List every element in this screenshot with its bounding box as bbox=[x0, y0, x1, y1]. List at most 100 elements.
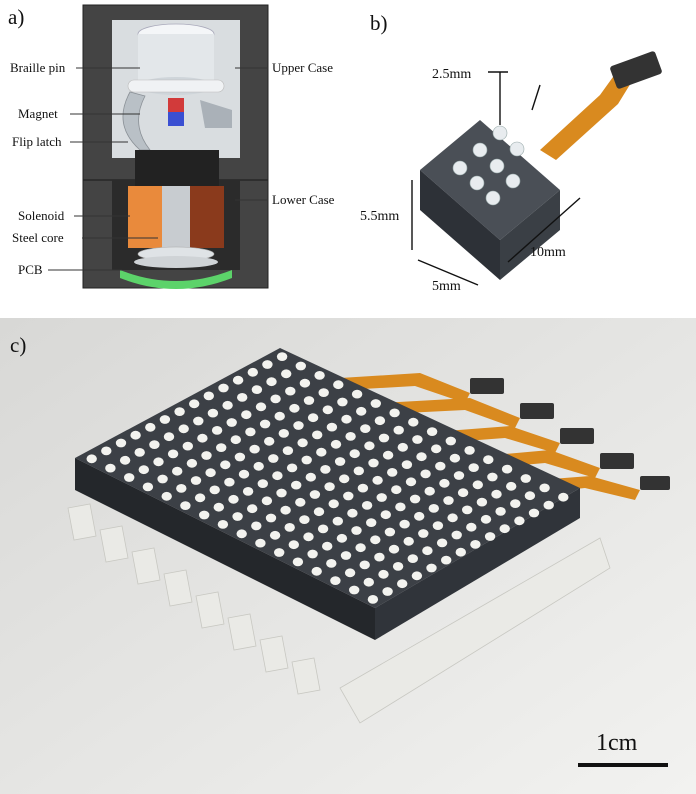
braille-pin-dot bbox=[510, 499, 521, 508]
braille-pin-dot bbox=[207, 408, 219, 418]
braille-pin-dot bbox=[303, 532, 314, 542]
braille-pin-dot bbox=[217, 520, 229, 529]
pcb bbox=[120, 270, 232, 289]
braille-pin-dot bbox=[364, 441, 375, 451]
braille-pin-dot bbox=[272, 471, 283, 481]
scale-bar-label: 1cm bbox=[596, 730, 638, 756]
label-lower-case: Lower Case bbox=[272, 192, 335, 207]
braille-pin-dot bbox=[86, 454, 97, 464]
braille-pin-dot bbox=[351, 526, 362, 535]
braille-pin-dot bbox=[344, 568, 356, 578]
braille-pin-dot bbox=[347, 508, 358, 518]
braille-pin-dot bbox=[305, 472, 316, 482]
braille-pin-dot bbox=[285, 386, 296, 396]
braille-pin-dot bbox=[265, 513, 277, 523]
label-braille-pin: Braille pin bbox=[10, 60, 66, 75]
braille-pin-dot bbox=[330, 576, 341, 585]
braille-pin-dot bbox=[295, 361, 306, 371]
braille-pin-dot bbox=[205, 468, 216, 478]
braille-pin-dot bbox=[462, 505, 473, 515]
braille-pin-dot bbox=[424, 486, 435, 496]
braille-pin-dot bbox=[249, 444, 260, 454]
braille-pin-dot bbox=[520, 474, 531, 483]
braille-pin-dot bbox=[407, 554, 418, 563]
braille-pin-dot bbox=[278, 429, 289, 438]
braille-pin-dot bbox=[457, 488, 469, 498]
braille-pin-dot bbox=[367, 595, 379, 604]
braille-pin-dot bbox=[393, 425, 404, 435]
braille-pin-dot bbox=[408, 417, 419, 427]
braille-pin-dot bbox=[324, 482, 335, 491]
braille-pin-dot bbox=[232, 512, 243, 521]
braille-pin-dot bbox=[226, 418, 237, 427]
braille-pin-dot bbox=[392, 562, 404, 571]
braille-pin-dot bbox=[403, 536, 414, 546]
leader-lines bbox=[48, 67, 268, 271]
steel-core bbox=[134, 186, 218, 268]
braille-pin-dot bbox=[201, 451, 212, 460]
braille-pin-dot bbox=[431, 444, 442, 454]
braille-pin-dot bbox=[259, 419, 271, 429]
braille-pin-dot bbox=[374, 416, 386, 426]
braille-pin-dot bbox=[284, 523, 295, 532]
braille-pin-dot bbox=[289, 403, 300, 413]
braille-pin-dot bbox=[361, 501, 373, 510]
braille-pin-dot bbox=[506, 481, 517, 491]
label-flip-latch: Flip latch bbox=[12, 134, 62, 149]
panel-c-photo: c) bbox=[0, 318, 696, 794]
panel-c-label: c) bbox=[10, 333, 26, 357]
braille-pin-dot bbox=[172, 466, 183, 476]
braille-pin-dot bbox=[436, 538, 448, 548]
braille-pin-dot bbox=[251, 521, 262, 531]
braille-pin-dot bbox=[316, 447, 327, 457]
braille-pin-dot bbox=[257, 479, 268, 488]
braille-pin-dot bbox=[484, 532, 496, 541]
braille-pin-dot bbox=[251, 385, 263, 394]
braille-pin-dot bbox=[159, 415, 171, 424]
braille-pin-dot bbox=[197, 433, 208, 443]
braille-pin-dot bbox=[332, 516, 343, 526]
braille-pin-dot bbox=[194, 493, 206, 503]
braille-pin-dot bbox=[382, 587, 393, 596]
braille-pin-dot bbox=[420, 469, 431, 479]
braille-pin-dot bbox=[293, 421, 304, 430]
braille-pin-dot bbox=[341, 414, 352, 424]
braille-pin-dot bbox=[558, 492, 569, 502]
braille-pin-dot bbox=[211, 426, 223, 435]
braille-pin-dot bbox=[295, 497, 306, 507]
braille-pin-dot bbox=[216, 443, 227, 452]
braille-pin-dot bbox=[286, 463, 298, 473]
braille-pin-dot bbox=[333, 380, 344, 390]
braille-pin-dot bbox=[426, 427, 438, 436]
braille-pin-dot bbox=[401, 460, 413, 469]
braille-pin-dot bbox=[330, 439, 342, 449]
braille-pin-dot bbox=[253, 461, 264, 471]
braille-pin-dot bbox=[399, 519, 410, 529]
braille-pin-dot bbox=[466, 522, 477, 532]
braille-pin-dot bbox=[470, 540, 481, 549]
braille-pin-dot bbox=[543, 500, 554, 510]
braille-pin-dot bbox=[247, 367, 258, 377]
label-upper-case: Upper Case bbox=[272, 60, 333, 75]
braille-pin-dot bbox=[309, 490, 321, 499]
braille-pin-dot bbox=[307, 413, 319, 423]
braille-pin-dot bbox=[412, 435, 423, 444]
label-pcb: PCB bbox=[18, 262, 43, 277]
braille-pin-dot bbox=[238, 469, 250, 479]
braille-pin-dot bbox=[357, 483, 369, 493]
dim-length-label: 10mm bbox=[530, 245, 566, 260]
braille-pin-dot bbox=[326, 559, 337, 568]
braille-pin-dot bbox=[447, 513, 458, 523]
braille-pin-dot bbox=[476, 497, 488, 507]
braille-pin-dot bbox=[439, 478, 450, 488]
flex-connectors bbox=[470, 378, 670, 490]
braille-pin-dot bbox=[426, 563, 437, 573]
braille-pin-dot bbox=[397, 442, 408, 452]
braille-pin-dot bbox=[190, 476, 202, 485]
braille-pin-dot bbox=[292, 557, 304, 567]
dimension-lines bbox=[411, 71, 581, 286]
braille-pin-dot bbox=[472, 480, 483, 490]
braille-pin-dot bbox=[242, 487, 254, 496]
braille-pin bbox=[127, 23, 225, 95]
braille-pin-dot bbox=[422, 546, 433, 556]
